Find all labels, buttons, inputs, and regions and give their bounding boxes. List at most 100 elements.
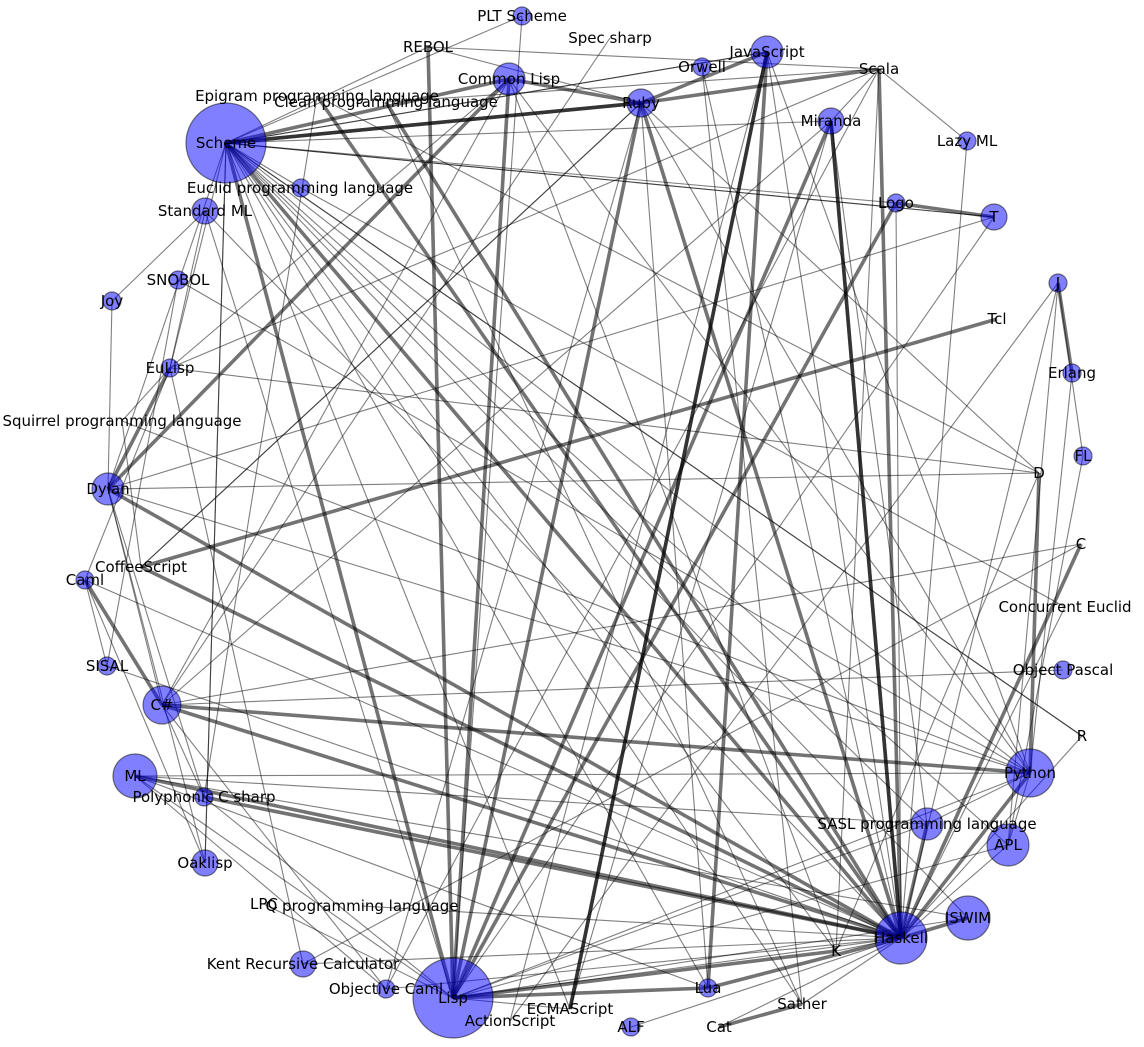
edge-commonlisp-ruby xyxy=(508,77,642,105)
edge-squirrel-eulisp xyxy=(121,367,171,422)
edge-k-scala xyxy=(835,68,880,952)
edge-scheme-python xyxy=(225,142,1031,774)
node-label-polyphonic: Polyphonic C sharp xyxy=(132,788,275,806)
edge-c-kent xyxy=(302,543,1082,965)
node-caml xyxy=(75,570,95,590)
edge-d-k xyxy=(835,472,1040,952)
node-label-ecmascript: ECMAScript xyxy=(527,1000,614,1018)
edge-r-scheme xyxy=(225,142,1083,737)
node-label-r: R xyxy=(1077,727,1087,745)
edge-erlang-python xyxy=(1029,372,1073,774)
edge-lazyml-haskell xyxy=(900,140,968,939)
node-label-lpc: LPC xyxy=(250,895,278,913)
edge-scala-eulisp xyxy=(169,68,880,369)
node-iswim xyxy=(945,895,991,941)
node-label-squirrel: Squirrel programming language xyxy=(2,412,241,430)
node-logo xyxy=(886,193,906,213)
node-label-sather: Sather xyxy=(777,995,827,1013)
edge-j-actionscript xyxy=(509,282,1059,1022)
edge-t-dylan xyxy=(107,216,995,490)
edge-standardml-haskell xyxy=(204,210,902,939)
node-snobol xyxy=(168,270,188,290)
edge-epigram-d xyxy=(316,95,1040,474)
edge-iswim-ml xyxy=(134,775,969,919)
edge-scala-lazyml xyxy=(878,68,968,142)
edge-miranda-lisp xyxy=(451,120,833,999)
edge-caml-oaklisp xyxy=(84,579,206,864)
edge-eulisp-d xyxy=(169,367,1040,474)
node-label-c: C xyxy=(1076,535,1086,553)
edge-scala-clean xyxy=(385,68,880,103)
edge-epigram-polyphonic xyxy=(203,95,318,798)
node-j xyxy=(1048,273,1068,293)
edge-alf-haskell xyxy=(630,937,902,1028)
edge-ruby-python xyxy=(640,102,1031,774)
node-label-standardml: Standard ML xyxy=(158,202,253,220)
node-label-t: T xyxy=(988,208,999,226)
node-label-specsharp: Spec sharp xyxy=(568,29,652,47)
node-label-objectpascal: Object Pascal xyxy=(1013,661,1114,679)
edge-javascript-python xyxy=(766,51,1031,774)
edge-scala-objectivecaml xyxy=(385,68,880,990)
edge-logo-haskell xyxy=(895,202,902,939)
node-haskell xyxy=(874,911,928,965)
node-orwell xyxy=(692,57,712,77)
edge-scheme-lisp xyxy=(224,142,455,999)
node-label-plt: PLT Scheme xyxy=(477,7,567,25)
edge-apl-lisp xyxy=(452,844,1009,999)
node-label-cat: Cat xyxy=(706,1018,732,1036)
edge-scheme-haskell xyxy=(224,141,903,940)
edge-dylan-polyphonic xyxy=(107,488,205,798)
edge-commonlisp-csharp xyxy=(161,78,510,706)
edge-snobol-python xyxy=(177,279,1031,774)
edge-lua-haskell xyxy=(707,936,902,990)
edge-coffeescript-ruby xyxy=(140,102,642,568)
edge-squirrel-python xyxy=(121,420,1031,774)
edge-javascript-ruby xyxy=(640,50,768,105)
edge-coffeescript-haskell xyxy=(140,565,902,940)
node-layer xyxy=(75,6,1093,1039)
node-label-q: Q programming language xyxy=(265,897,458,915)
edge-lua-ruby xyxy=(640,102,709,989)
node-label-coffeescript: CoffeeScript xyxy=(95,558,187,576)
edge-orwell-haskell xyxy=(701,66,902,939)
node-label-ruby: Ruby xyxy=(622,94,660,112)
edge-eulisp-dylan xyxy=(106,367,172,490)
node-apl xyxy=(986,823,1030,867)
node-miranda xyxy=(817,107,845,135)
edge-epigram-haskell xyxy=(315,94,903,940)
edge-scheme-sasl xyxy=(225,142,928,825)
node-label-sasl: SASL programming language xyxy=(817,815,1036,833)
node-oaklisp xyxy=(191,849,219,877)
edge-k-lisp xyxy=(452,949,837,1000)
edge-j-apl xyxy=(1007,282,1059,846)
edge-rebol-scala xyxy=(427,46,880,70)
edge-polyphonic-lisp xyxy=(203,796,454,999)
edge-caml-haskell xyxy=(84,579,902,939)
edge-miranda-ecmascript xyxy=(569,120,832,1010)
edge-ml-lisp xyxy=(134,775,454,999)
node-label-csharp: C# xyxy=(150,696,173,714)
node-sasl xyxy=(910,807,944,841)
edge-d-dylan xyxy=(107,472,1040,490)
node-label-scala: Scala xyxy=(859,60,899,78)
edge-sasl-lisp xyxy=(452,823,928,999)
node-label-javascript: JavaScript xyxy=(728,43,804,61)
edge-ruby-d xyxy=(640,102,1040,474)
edge-dylan-oaklisp xyxy=(107,488,206,864)
edge-dylan-python xyxy=(107,488,1031,774)
node-label-joy: Joy xyxy=(100,292,124,310)
edge-commonlisp-dylan xyxy=(106,77,511,491)
edge-csharp-haskell xyxy=(161,703,902,940)
node-objectivecaml xyxy=(376,979,396,999)
node-eulisp xyxy=(160,358,180,378)
node-alf xyxy=(621,1017,641,1037)
edge-rebol-ruby xyxy=(427,46,642,104)
edge-joy-standardml xyxy=(111,210,206,302)
edge-scheme-apl xyxy=(225,142,1009,846)
edge-q-haskell xyxy=(361,905,902,939)
edge-standardml-lisp xyxy=(204,210,454,999)
edge-d-python xyxy=(1028,472,1041,774)
node-label-logo: Logo xyxy=(878,194,914,212)
edge-ml-lua xyxy=(134,775,709,989)
